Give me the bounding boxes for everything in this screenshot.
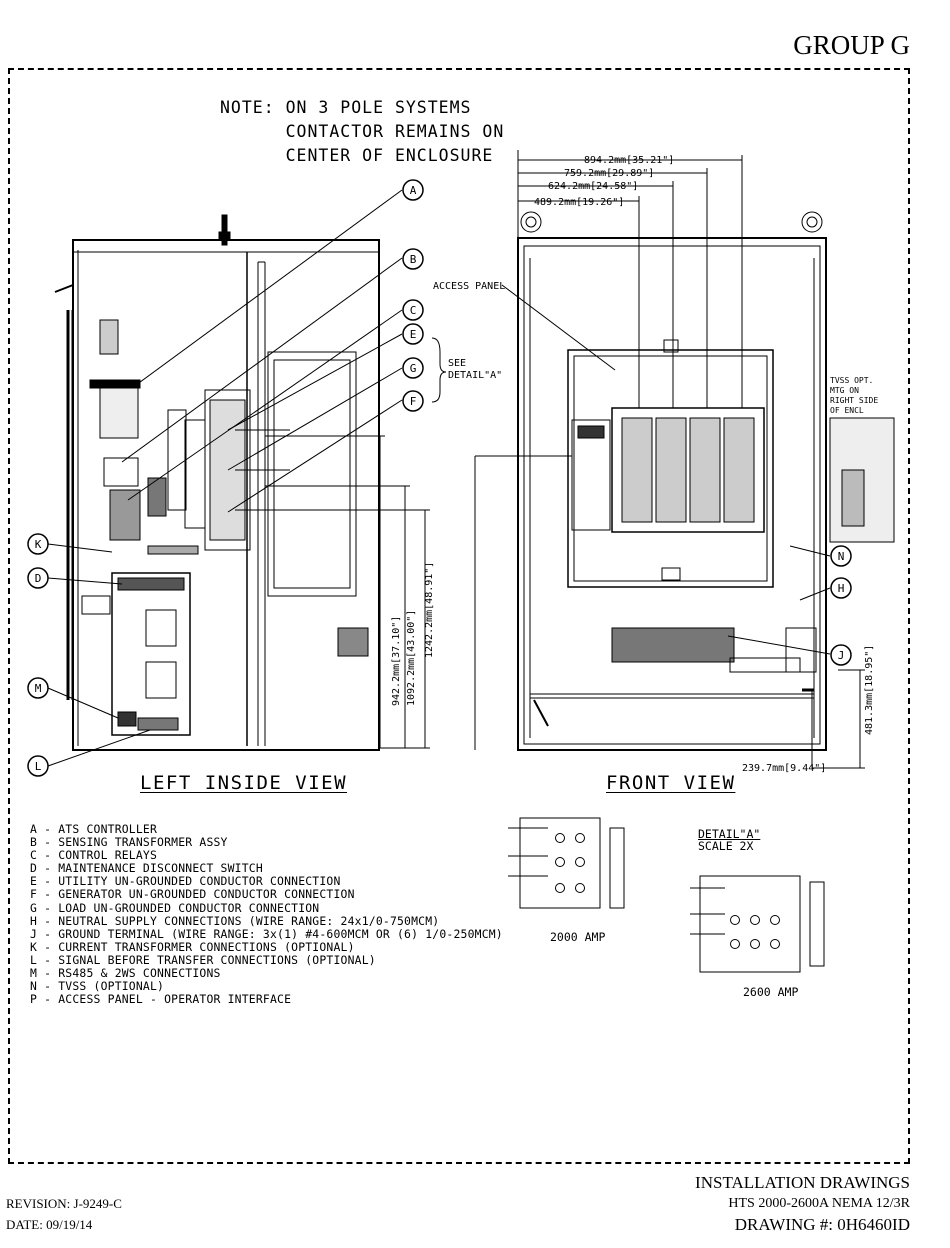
dim-d3: 624.2mm[24.58"] [548,181,638,192]
legend-item: J - GROUND TERMINAL (WIRE RANGE: 3x(1) #… [30,926,503,941]
legend-item: P - ACCESS PANEL - OPERATOR INTERFACE [30,992,292,1007]
legend-item: K - CURRENT TRANSFORMER CONNECTIONS (OPT… [30,939,355,954]
legend-item: N - TVSS (OPTIONAL) [30,979,165,994]
callout-j: J [838,649,845,662]
note-line-1: NOTE: ON 3 POLE SYSTEMS [220,98,472,117]
amp-2600-label: 2600 AMP [743,985,799,999]
dim-d1: 894.2mm[35.21"] [584,155,674,166]
legend-item: C - CONTROL RELAYS [30,848,158,863]
detail-a-heading: DETAIL"A" [698,827,761,841]
group-label: GROUP G [793,30,910,60]
note: NOTE: ON 3 POLE SYSTEMS CONTACTOR REMAIN… [220,96,504,168]
callout-m: M [35,682,42,695]
dim-v4: 481.3mm[18.95"] [864,645,875,735]
legend-item: L - SIGNAL BEFORE TRANSFER CONNECTIONS (… [30,952,376,967]
detail-a-title: DETAIL"A" SCALE 2X [698,828,760,852]
amp-2000-label: 2000 AMP [550,930,606,944]
detail-a-scale: SCALE 2X [698,839,754,853]
access-panel-label: ACCESS PANEL [433,281,505,292]
callout-l: L [35,760,42,773]
callout-a: A [410,184,417,197]
legend-item: E - UTILITY UN-GROUNDED CONDUCTOR CONNEC… [30,874,341,889]
callout-e: E [410,328,417,341]
leader-lines [47,189,831,767]
legend-item: B - SENSING TRANSFORMER ASSY [30,835,228,850]
front-view [474,150,895,769]
dim-h-bottom: 239.7mm[9.44"] [742,763,826,774]
legend-item: F - GENERATOR UN-GROUNDED CONDUCTOR CONN… [30,887,355,902]
note-line-2: CONTACTOR REMAINS ON [220,122,505,141]
drawing-frame [8,68,910,1164]
callout-k: K [35,538,42,551]
callout-h: H [838,582,845,595]
detail-2000-amp [508,817,625,909]
title-line-2: HTS 2000-2600A NEMA 12/3R [728,1196,910,1211]
detail-2600-amp [690,875,825,973]
note-line-3: CENTER OF ENCLOSURE [220,146,494,165]
title-block: INSTALLATION DRAWINGS HTS 2000-2600A NEM… [695,1172,910,1235]
revision: REVISION: J-9249-C [6,1196,122,1211]
title-line-1: INSTALLATION DRAWINGS [695,1173,910,1192]
callout-g: G [410,362,417,375]
drawing-number: DRAWING #: 0H6460ID [734,1215,910,1234]
dim-v2: 1092.2mm[43.00"] [406,610,417,706]
legend-item: A - ATS CONTROLLER [30,822,158,836]
tvss-label-2: MTG ON [830,386,859,395]
legend-item: D - MAINTENANCE DISCONNECT SWITCH [30,861,263,876]
dim-v3: 1242.2mm[48.91"] [424,562,435,658]
tvss-label-1: TVSS OPT. [830,376,873,385]
legend-item: M - RS485 & 2WS CONNECTIONS [30,966,221,981]
date: DATE: 09/19/14 [6,1217,93,1232]
callout-f: F [410,395,417,408]
dim-d4: 489.2mm[19.26"] [534,197,624,208]
callout-n: N [838,550,845,563]
callout-b: B [410,253,417,266]
callout-c: C [410,304,417,317]
front-view-title: FRONT VIEW [606,772,736,794]
legend-item: H - NEUTRAL SUPPLY CONNECTIONS (WIRE RAN… [30,913,440,928]
tvss-label-3: RIGHT SIDE [830,396,878,405]
tvss-label-4: OF ENCL [830,406,864,415]
callout-d: D [35,572,42,585]
callout-circles [27,179,852,777]
dim-v1: 942.2mm[37.10"] [391,616,402,706]
see-detail-label-2: DETAIL"A" [448,370,502,381]
left-inside-view-title: LEFT INSIDE VIEW [140,772,348,794]
dim-d2: 759.2mm[29.89"] [564,168,654,179]
legend-item: G - LOAD UN-GROUNDED CONDUCTOR CONNECTIO… [30,900,320,915]
see-detail-label-1: SEE [448,358,466,369]
left-inside-view [54,214,430,751]
